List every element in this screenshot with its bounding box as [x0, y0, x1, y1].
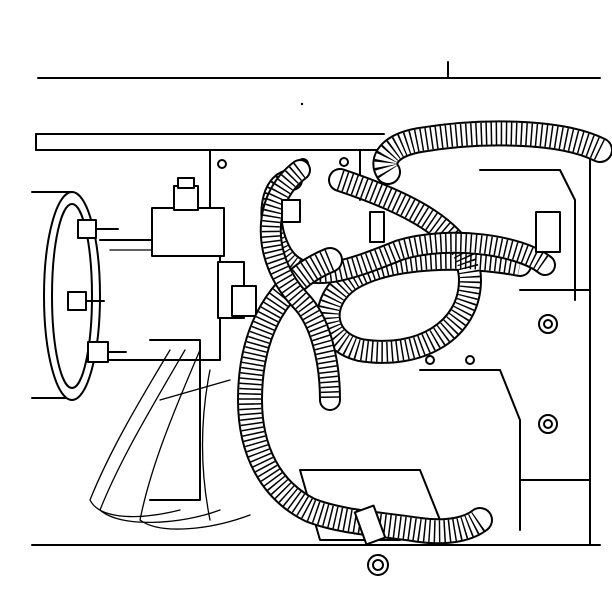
mounting-bolts	[367, 314, 558, 576]
terminal-studs	[67, 219, 127, 363]
wiring-harness-lower	[237, 247, 493, 545]
wiring-harness-upper	[372, 120, 612, 185]
thin-wires	[89, 349, 251, 530]
harness-clamps	[281, 199, 561, 546]
wiring-harness-left	[259, 159, 341, 411]
wiring-harness-group	[237, 120, 612, 545]
solenoid	[151, 177, 257, 319]
